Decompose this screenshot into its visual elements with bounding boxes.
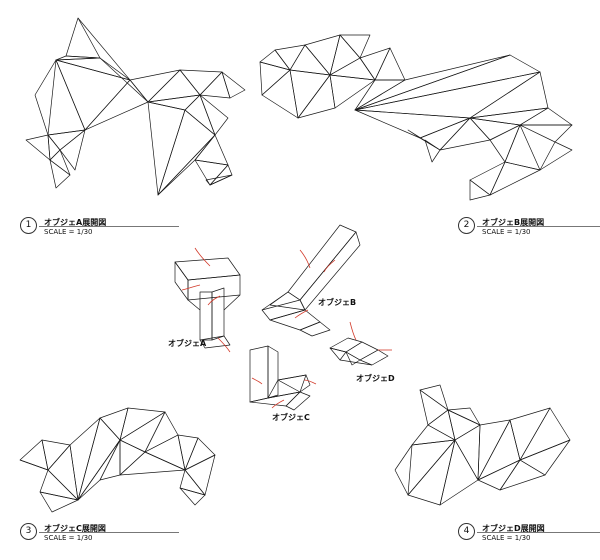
annotation-arrows	[181, 247, 392, 409]
caption-title: オブジェC展開図	[44, 524, 106, 533]
caption-rule	[39, 532, 179, 533]
caption-net-c: 3 オブジェC展開図 SCALE = 1/30	[20, 520, 180, 550]
caption-rule	[477, 226, 600, 227]
model-b	[261, 224, 361, 337]
caption-scale: SCALE = 1/30	[482, 534, 531, 542]
caption-number: 3	[20, 523, 37, 540]
caption-title: オブジェA展開図	[44, 218, 107, 227]
model-d-label: オブジェD	[356, 374, 395, 383]
net-b	[259, 34, 573, 201]
caption-scale: SCALE = 1/30	[44, 534, 93, 542]
model-a	[174, 257, 241, 349]
caption-net-a: 1 オブジェA展開図 SCALE = 1/30	[20, 214, 180, 244]
caption-number: 2	[458, 217, 475, 234]
caption-rule	[39, 226, 179, 227]
caption-number: 4	[458, 523, 475, 540]
model-b-label: オブジェB	[318, 298, 357, 307]
caption-net-b: 2 オブジェB展開図 SCALE = 1/30	[458, 214, 600, 244]
model-d	[329, 337, 389, 366]
model-c-label: オブジェC	[272, 413, 310, 422]
caption-scale: SCALE = 1/30	[44, 228, 93, 236]
caption-scale: SCALE = 1/30	[482, 228, 531, 236]
net-a	[25, 17, 246, 196]
caption-title: オブジェD展開図	[482, 524, 545, 533]
caption-rule	[477, 532, 600, 533]
net-c	[19, 407, 216, 513]
model-c	[249, 345, 311, 411]
caption-net-d: 4 オブジェD展開図 SCALE = 1/30	[458, 520, 600, 550]
model-a-label: オブジェA	[168, 339, 207, 348]
caption-number: 1	[20, 217, 37, 234]
caption-title: オブジェB展開図	[482, 218, 545, 227]
net-d	[394, 384, 571, 506]
